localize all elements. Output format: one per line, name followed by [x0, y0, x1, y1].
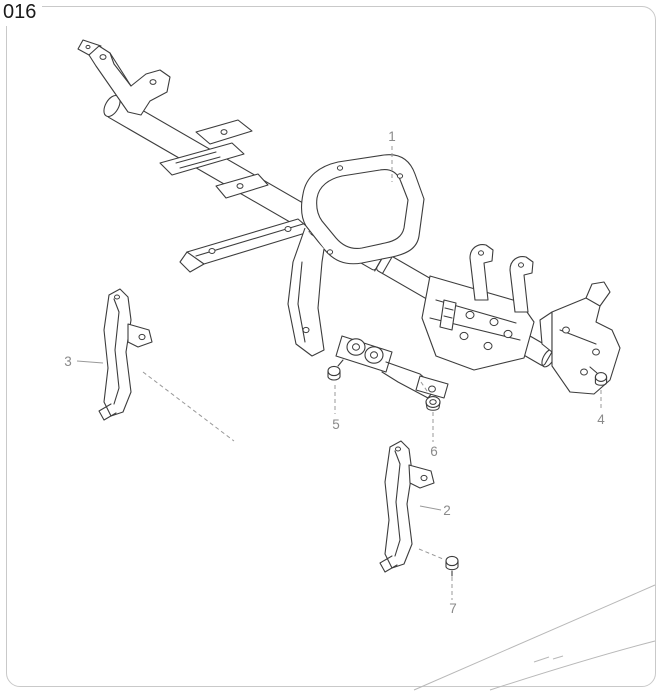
vehicle-body-outline	[413, 584, 656, 691]
callout-label-6: 6	[430, 444, 438, 459]
upper-tube-brackets	[159, 119, 269, 199]
right-end-bracket	[539, 281, 621, 395]
bolt-part-4	[589, 366, 608, 386]
callout-labels: 1 2 3 4 5 6 7	[64, 129, 605, 616]
bolt-part-5	[327, 359, 344, 381]
bolt-part-7	[445, 555, 459, 577]
left-end-mounting-bracket	[77, 39, 171, 116]
callout-label-2: 2	[443, 503, 451, 518]
leader-lines	[76, 146, 602, 600]
left-wing-bracket	[179, 218, 313, 273]
double-boss-bracket	[335, 335, 449, 399]
page-number: 016	[0, 0, 43, 26]
callout-label-3: 3	[64, 354, 72, 369]
callout-label-5: 5	[332, 417, 340, 432]
center-stack-bracket	[421, 275, 535, 371]
callout-label-4: 4	[597, 412, 605, 427]
callout-label-1: 1	[388, 129, 396, 144]
left-vertical-brace-part-3	[98, 288, 153, 421]
center-vertical-brace-part-2	[379, 440, 435, 573]
callout-label-7: 7	[449, 601, 457, 616]
hoop-support-leg	[287, 227, 325, 357]
upright-hook-brackets	[469, 244, 534, 313]
center-hoop-bracket-part-1	[300, 154, 425, 265]
flange-nut-part-6	[425, 396, 441, 411]
